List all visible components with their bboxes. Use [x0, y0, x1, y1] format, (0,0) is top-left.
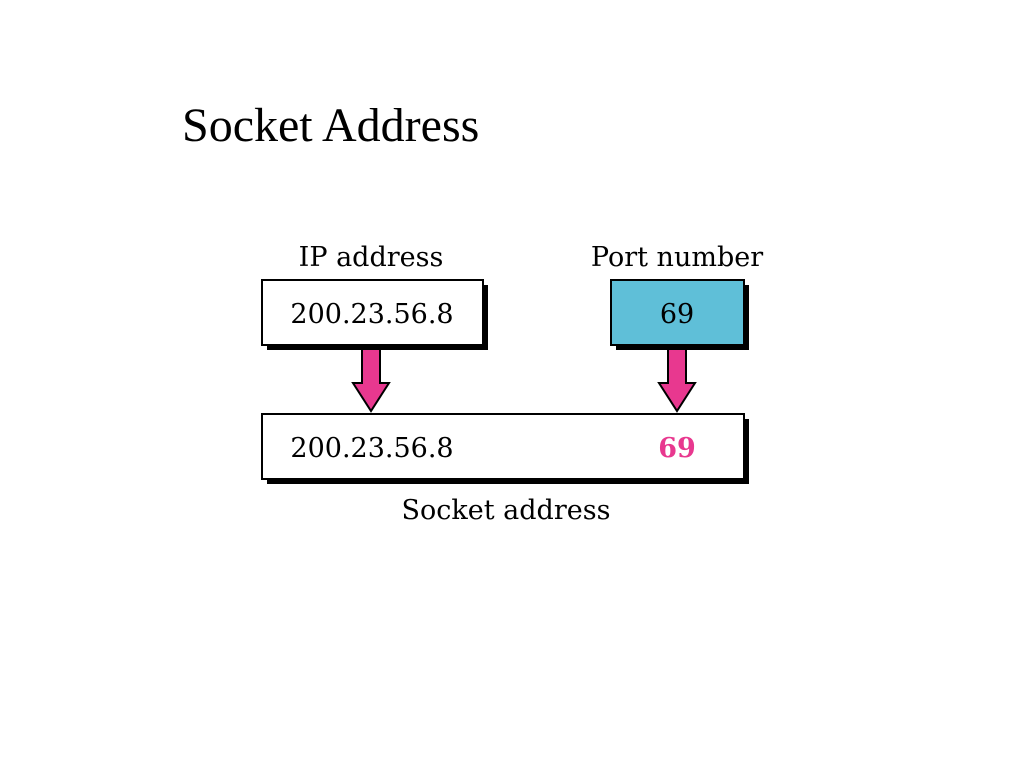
ip-address-value: 200.23.56.8	[290, 299, 453, 330]
socket-ip-value: 200.23.56.8	[290, 433, 453, 464]
socket-address-box	[261, 413, 749, 484]
socket-port-value: 69	[658, 433, 696, 464]
ip-down-arrow	[351, 348, 391, 413]
ip-address-label: IP address	[299, 242, 444, 273]
port-down-arrow	[657, 348, 697, 413]
socket-address-label: Socket address	[402, 495, 611, 526]
port-number-label: Port number	[591, 242, 763, 273]
ip-address-box	[261, 279, 488, 350]
slide-title: Socket Address	[182, 99, 480, 152]
port-number-value: 69	[660, 299, 694, 330]
port-number-box	[610, 279, 749, 350]
